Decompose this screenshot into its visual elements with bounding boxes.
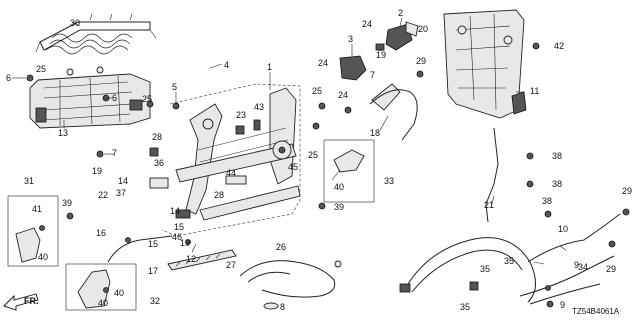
cable-21 — [485, 127, 499, 223]
callout-label: 9 — [574, 260, 579, 270]
callout-label: 35 — [460, 302, 470, 312]
callout-label: 19 — [376, 50, 386, 60]
callout-label: 32 — [150, 296, 160, 306]
callout-label: 29 — [622, 186, 632, 196]
cover-box-31 — [7, 195, 59, 267]
callout-label: 8 — [280, 302, 285, 312]
callout-label: 25 — [308, 150, 318, 160]
callout-label: 15 — [148, 239, 158, 249]
callout-label: 35 — [504, 256, 514, 266]
callout-label: 24 — [362, 19, 372, 29]
callout-label: 38 — [552, 179, 562, 189]
callout-label: 25 — [312, 86, 322, 96]
callout-label: 28 — [214, 190, 224, 200]
callout-label: 40 — [38, 252, 48, 262]
seat-spring-mat — [35, 13, 157, 55]
callout-label: 40 — [98, 298, 108, 308]
callout-label: 23 — [236, 110, 246, 120]
callout-label: 20 — [418, 24, 428, 34]
callout-label: 17 — [148, 266, 158, 276]
callout-label: 36 — [154, 158, 164, 168]
callout-label: 5 — [172, 82, 177, 92]
callout-label: 44 — [226, 168, 236, 178]
seat-rail — [167, 249, 237, 271]
callout-label: 24 — [318, 58, 328, 68]
callout-label: 7 — [112, 148, 117, 158]
upper-brackets — [339, 21, 419, 111]
cover-box-32 — [65, 263, 137, 311]
callout-label: 14 — [170, 206, 180, 216]
callout-label: 19 — [180, 238, 190, 248]
callout-label: 38 — [542, 196, 552, 206]
callout-label: 31 — [24, 176, 34, 186]
lever-box-33 — [323, 139, 375, 203]
callout-label: 16 — [96, 228, 106, 238]
callout-label: 35 — [480, 264, 490, 274]
callout-label: 38 — [552, 151, 562, 161]
callout-label: 14 — [118, 176, 128, 186]
callout-label: 42 — [554, 41, 564, 51]
seat-back-frame — [443, 9, 527, 119]
callout-label: 11 — [530, 86, 539, 96]
callout-label: 22 — [98, 190, 108, 200]
callout-label: 2 — [398, 8, 403, 18]
callout-label: 46 — [172, 232, 182, 242]
callout-label: 21 — [484, 200, 494, 210]
callout-label: 15 — [174, 222, 184, 232]
callout-label: 9 — [560, 300, 565, 310]
callout-label: 18 — [370, 128, 380, 138]
fasteners — [26, 42, 630, 308]
callout-label: 33 — [384, 176, 394, 186]
callout-label: 1 — [267, 62, 272, 72]
diagram-part-code: TZ54B4061A — [572, 307, 620, 316]
callout-label: 6 — [112, 93, 117, 103]
callout-label: 3 — [348, 34, 353, 44]
callout-label: 25 — [36, 64, 46, 74]
callout-labels: 1 2 3 4 5 6 6 7 7 8 9 9 10 11 12 13 14 1… — [6, 8, 632, 312]
wire-harness — [399, 213, 621, 305]
callout-label: 19 — [92, 166, 102, 176]
callout-label: 37 — [116, 188, 126, 198]
callout-label: 45 — [288, 162, 298, 172]
callout-label: 28 — [152, 132, 162, 142]
front-direction-arrow: FR. — [3, 293, 39, 311]
callout-label: 30 — [70, 18, 80, 28]
callout-label: 29 — [606, 264, 616, 274]
callout-label: 10 — [558, 224, 568, 234]
callout-label: 27 — [226, 260, 236, 270]
callout-label: 7 — [370, 70, 375, 80]
cap-8 — [263, 302, 279, 310]
callout-label: 39 — [334, 202, 344, 212]
callout-label: 43 — [254, 102, 264, 112]
direction-label: FR. — [24, 296, 39, 306]
callout-label: 40 — [334, 182, 344, 192]
callout-label: 13 — [58, 128, 68, 138]
callout-label: 4 — [224, 60, 229, 70]
callout-label: 25 — [142, 94, 152, 104]
release-cables — [239, 260, 342, 298]
callout-label: 34 — [578, 262, 588, 272]
callout-label: 40 — [114, 288, 124, 298]
cable-18 — [369, 89, 418, 141]
leader-lines — [12, 17, 567, 265]
callout-label: 41 — [32, 204, 42, 214]
callout-label: 26 — [276, 242, 286, 252]
seat-frame-assembly — [149, 83, 301, 237]
link-rod — [107, 235, 173, 263]
callout-label: 6 — [6, 73, 11, 83]
callout-label: 29 — [416, 56, 426, 66]
callout-label: 24 — [338, 90, 348, 100]
callout-label: 39 — [62, 198, 72, 208]
cushion-frame — [29, 66, 151, 129]
callout-label: 12 — [186, 254, 196, 264]
